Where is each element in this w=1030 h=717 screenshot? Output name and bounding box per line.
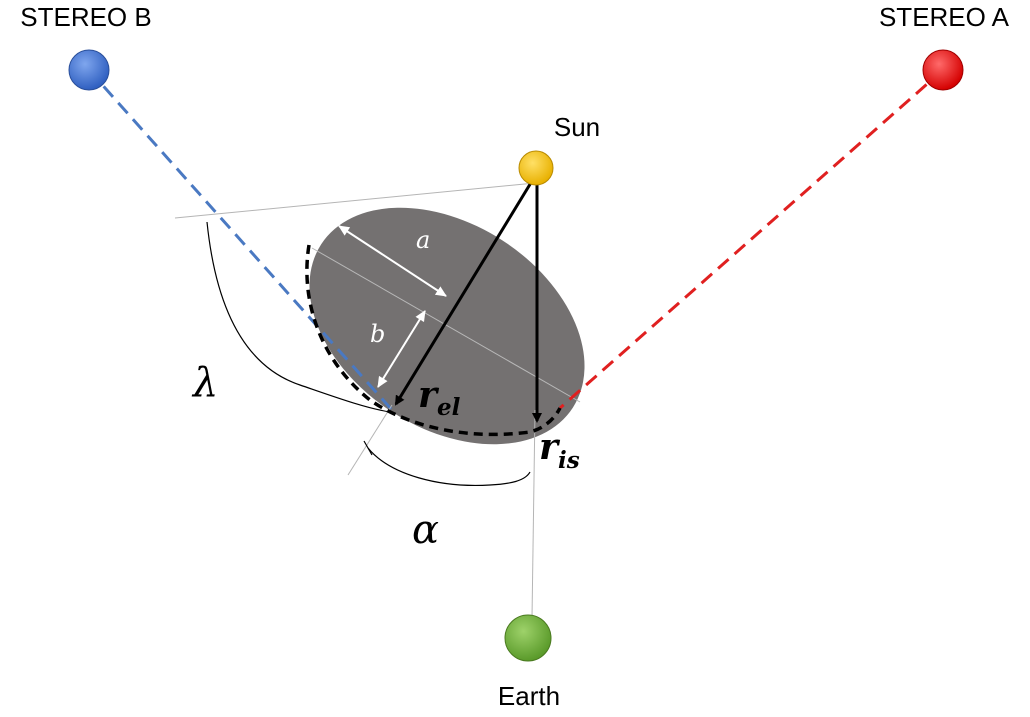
stereo-a-icon [922, 49, 964, 91]
semi-axis-b-arrow [377, 310, 426, 388]
stereo-b-icon [68, 49, 110, 91]
stereo-b-sightline [87, 69, 394, 411]
ellipse-front-boundary [305, 244, 562, 437]
semi-axis-b-label: b [370, 320, 385, 348]
r-el-vector [394, 180, 534, 406]
lambda-label: λ [191, 360, 218, 406]
r-el-subscript: el [437, 394, 461, 421]
sun-icon [518, 150, 554, 186]
sun-reference-line [174, 182, 536, 219]
stereo-a-sightline [559, 68, 944, 410]
r-el-base: r [418, 374, 440, 416]
earth-label: Earth [498, 681, 560, 711]
alpha-label: α [412, 507, 439, 553]
sun-label: Sun [554, 112, 600, 142]
alpha-arc-tick [363, 440, 373, 456]
r-is-base: r [539, 426, 561, 468]
earth-icon [504, 614, 552, 662]
alpha-angle-arc [367, 447, 531, 487]
r-el-extension-line [347, 404, 393, 476]
stereo-b-label: STEREO B [20, 2, 151, 32]
semi-axis-a-arrow [338, 225, 447, 297]
stereo-a-label: STEREO A [879, 2, 1010, 32]
lambda-angle-arc [206, 221, 391, 413]
r-el-label: rel [418, 374, 461, 421]
sun-earth-line [531, 409, 536, 619]
semi-axis-a-label: a [416, 226, 430, 254]
r-is-label: ris [539, 426, 580, 474]
r-is-subscript: is [558, 447, 580, 474]
